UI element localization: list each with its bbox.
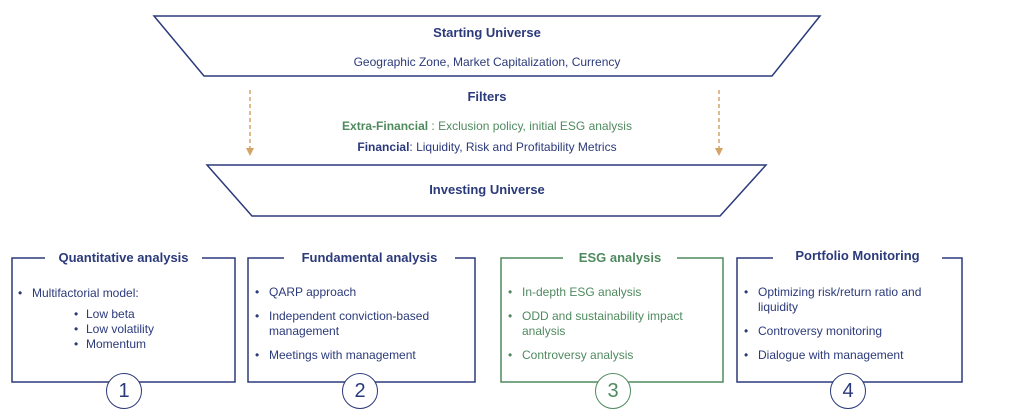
card-esg-list: In-depth ESG analysis ODD and sustainabi… [508, 285, 716, 372]
step-number-circle: 4 [830, 373, 866, 409]
starting-universe-funnel [152, 15, 822, 77]
financial-text: : Liquidity, Risk and Profitability Metr… [409, 140, 617, 154]
extra-financial-label: Extra-Financial [342, 119, 429, 133]
filters-title: Filters [467, 89, 507, 104]
list-item: Controversy analysis [508, 348, 716, 363]
card-fundamental-title: Fundamental analysis [284, 250, 455, 265]
list-item: Optimizing risk/return ratio and liquidi… [744, 285, 956, 315]
list-item: Dialogue with management [744, 348, 956, 363]
list-item: QARP approach [255, 285, 467, 300]
extra-financial-line: Extra-Financial : Exclusion policy, init… [262, 119, 712, 133]
starting-universe-title: Starting Universe [433, 25, 541, 40]
list-item: Low beta [74, 307, 228, 322]
factor-sublist: Low beta Low volatility Momentum [74, 307, 228, 352]
right-arrowhead [715, 148, 723, 156]
card-monitoring-list: Optimizing risk/return ratio and liquidi… [744, 285, 956, 372]
list-item: Multifactorial model: Low beta Low volat… [18, 286, 228, 352]
financial-label: Financial [357, 140, 410, 154]
financial-line: Financial: Liquidity, Risk and Profitabi… [262, 140, 712, 154]
starting-universe-subtitle: Geographic Zone, Market Capitalization, … [353, 55, 621, 69]
investing-universe-funnel [205, 164, 768, 217]
card-fundamental-list: QARP approach Independent conviction-bas… [255, 285, 467, 372]
card-quantitative-list: Multifactorial model: Low beta Low volat… [18, 286, 228, 361]
card-esg-title: ESG analysis [563, 250, 677, 265]
step-number-circle: 3 [595, 373, 631, 409]
extra-financial-text: : Exclusion policy, initial ESG analysis [428, 119, 632, 133]
list-item: Meetings with management [255, 348, 467, 363]
step-number-circle: 2 [342, 373, 378, 409]
list-item: Controversy monitoring [744, 324, 956, 339]
list-item: In-depth ESG analysis [508, 285, 716, 300]
list-item: Low volatility [74, 322, 228, 337]
card-monitoring-title: Portfolio Monitoring [773, 248, 942, 263]
left-arrowhead [246, 148, 254, 156]
list-item: Independent conviction-based management [255, 309, 467, 339]
step-number-circle: 1 [106, 373, 142, 409]
list-item: ODD and sustainability impact analysis [508, 309, 716, 339]
list-item: Momentum [74, 337, 228, 352]
card-quantitative-title: Quantitative analysis [45, 250, 202, 265]
investing-universe-title: Investing Universe [429, 182, 545, 197]
